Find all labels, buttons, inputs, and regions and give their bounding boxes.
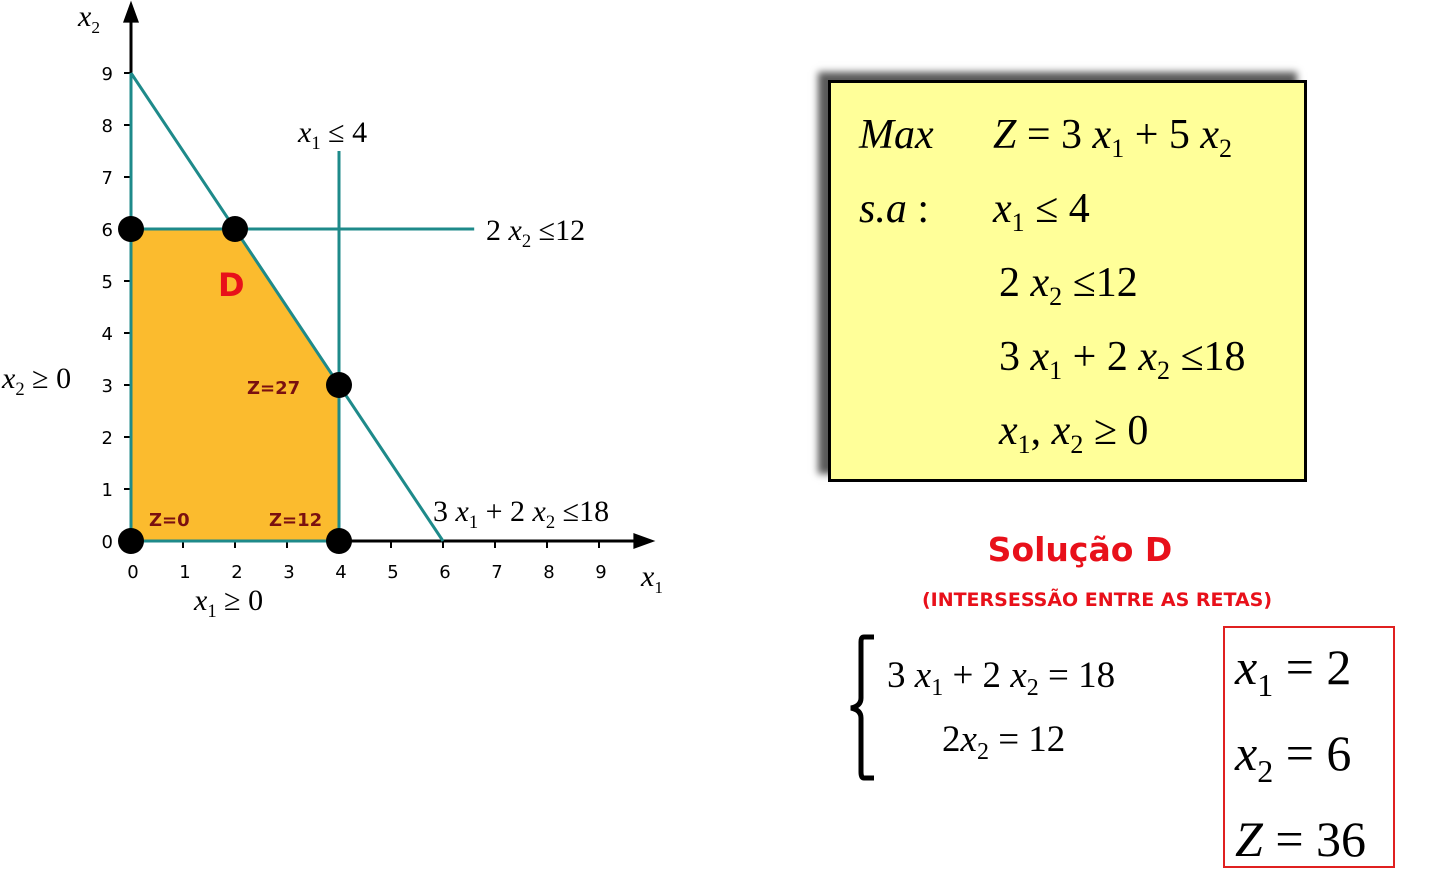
model-objective: Z = 3 x1 + 5 x2 bbox=[993, 112, 1233, 163]
vertex-point bbox=[326, 528, 352, 554]
lp-graph: 0 1 2 3 4 5 6 7 8 9 0 1 2 3 4 5 6 7 8 9 Z=0 Z=12 Z=27 Dx2 x1 x1 … bbox=[1, 0, 663, 622]
y-axis-title: x2 bbox=[77, 0, 100, 37]
vertex-z-label: Z=27 bbox=[247, 378, 300, 399]
answer-z: Z = 36 bbox=[1235, 811, 1367, 867]
x-tick-label: 5 bbox=[387, 562, 398, 583]
x-axis-title: x1 bbox=[640, 560, 663, 597]
label-x1-le-4: x1 ≤ 4 bbox=[297, 116, 367, 154]
y-tick-label: 8 bbox=[102, 116, 113, 137]
answer-x1: x1 = 2 bbox=[1235, 639, 1352, 703]
label-x1-ge-0: x1 ≥ 0 bbox=[193, 584, 263, 622]
constraint-line bbox=[129, 72, 445, 542]
answer-box: x1 = 2 x2 = 6 Z = 36 bbox=[1223, 626, 1395, 868]
x-tick-label: 4 bbox=[335, 562, 346, 583]
y-tick-label: 4 bbox=[102, 324, 113, 345]
system-brace bbox=[850, 634, 874, 781]
model-max-label: Max bbox=[859, 112, 934, 158]
region-label: D bbox=[218, 266, 245, 304]
x-tick-label: 8 bbox=[543, 562, 554, 583]
x-tick-label: 3 bbox=[283, 562, 294, 583]
model-constraint-2: 2 x2 ≤12 bbox=[999, 260, 1138, 311]
y-tick-label: 1 bbox=[102, 480, 113, 501]
x-tick-label: 0 bbox=[127, 562, 138, 583]
x-axis-arrow bbox=[633, 533, 656, 549]
answer-x2: x2 = 6 bbox=[1235, 725, 1352, 789]
y-tick-label: 5 bbox=[102, 272, 113, 293]
x-tick-label: 9 bbox=[595, 562, 606, 583]
x-tick-label: 2 bbox=[231, 562, 242, 583]
label-3x1-2x2-le-18: 3 x1 + 2 x2 ≤18 bbox=[433, 495, 609, 533]
vertex-point bbox=[326, 372, 352, 398]
y-tick-label: 0 bbox=[102, 532, 113, 553]
y-tick-label: 3 bbox=[102, 376, 113, 397]
vertex-point bbox=[222, 216, 248, 242]
model-sa-label: s.a : bbox=[859, 186, 930, 232]
vertex-z-label: Z=0 bbox=[149, 510, 190, 531]
model-box: Max Z = 3 x1 + 5 x2 s.a : x1 ≤ 4 2 x2 ≤1… bbox=[828, 80, 1307, 482]
y-tick-label: 6 bbox=[102, 220, 113, 241]
x-tick-label: 1 bbox=[179, 562, 190, 583]
graph-labels: Z=0 Z=12 Z=27 Dx2 x1 x1 ≤ 4 2 x2 ≤12 3 x1 + 2 x… bbox=[1, 0, 663, 622]
constraint-lines bbox=[129, 72, 475, 543]
vertex-point bbox=[118, 216, 144, 242]
model-constraint-4: x1, x2 ≥ 0 bbox=[999, 408, 1149, 459]
solution-title: Solução D bbox=[987, 530, 1173, 569]
vertices bbox=[118, 216, 352, 554]
label-x2-ge-0: x2 ≥ 0 bbox=[1, 362, 71, 400]
model-constraint-3: 3 x1 + 2 x2 ≤18 bbox=[999, 334, 1246, 385]
solution-subtitle: (INTERSESSÃO ENTRE AS RETAS) bbox=[921, 589, 1273, 611]
vertex-z-label: Z=12 bbox=[269, 510, 322, 531]
system-equation-2: 2x2 = 12 bbox=[942, 719, 1066, 765]
x-tick-label: 6 bbox=[439, 562, 450, 583]
label-2x2-le-12: 2 x2 ≤12 bbox=[486, 214, 585, 252]
model-constraint-1: x1 ≤ 4 bbox=[993, 186, 1090, 237]
x-tick-label: 7 bbox=[491, 562, 502, 583]
y-tick-label: 7 bbox=[102, 168, 113, 189]
vertex-point bbox=[118, 528, 144, 554]
y-tick-label: 2 bbox=[102, 428, 113, 449]
y-tick-label: 9 bbox=[102, 64, 113, 85]
y-axis-arrow bbox=[123, 0, 139, 23]
system-equation-1: 3 x1 + 2 x2 = 18 bbox=[887, 655, 1116, 701]
